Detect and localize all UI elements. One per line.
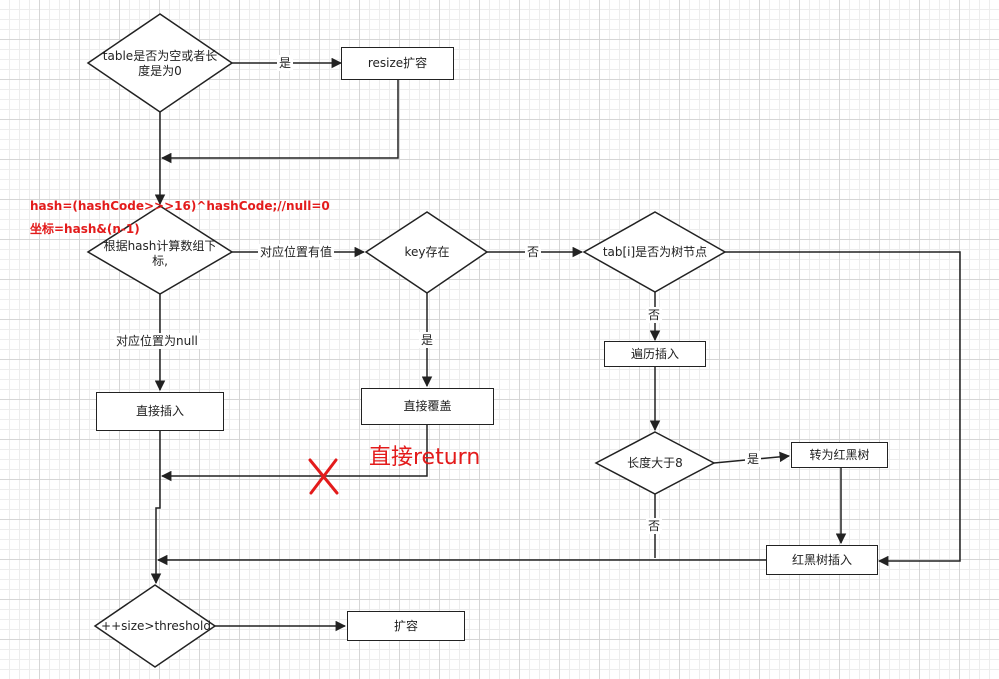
decision-tree-node xyxy=(582,211,727,293)
edge-label-is-null: 对应位置为null xyxy=(114,333,200,349)
decision-hash-index xyxy=(86,205,234,295)
edge-label-yes-override: 是 xyxy=(419,332,436,348)
decision-length-8 xyxy=(594,431,716,495)
edge-label-yes-resize: 是 xyxy=(277,55,294,71)
decision-table-empty xyxy=(86,13,234,113)
edge-resize-return xyxy=(160,80,399,164)
edge-direct-insert-down xyxy=(150,431,162,585)
decision-size-threshold xyxy=(93,584,217,668)
rbtree-insert-box: 红黑树插入 xyxy=(766,545,878,575)
index-formula-annotation: 坐标=hash&(n-1) xyxy=(30,221,140,236)
cross-icon xyxy=(308,458,339,495)
direct-override-box: 直接覆盖 xyxy=(361,388,494,425)
edge-label-no-traverse: 否 xyxy=(646,307,663,323)
direct-return-annotation: 直接return xyxy=(369,444,481,470)
edge-override-return xyxy=(160,425,428,482)
edge-label-no-length: 否 xyxy=(646,518,663,534)
edge-label-yes-tree: 是 xyxy=(745,451,762,467)
expand-box: 扩容 xyxy=(347,611,465,641)
resize-box: resize扩容 xyxy=(341,47,454,80)
hash-formula-annotation: hash=(hashCode>>>16)^hashCode;//null=0 xyxy=(30,198,330,213)
edge-label-has-value: 对应位置有值 xyxy=(258,244,335,260)
edge-label-no-tree: 否 xyxy=(525,244,542,260)
direct-insert-box: 直接插入 xyxy=(96,392,224,431)
decision-key-exists xyxy=(364,211,489,294)
to-rbtree-box: 转为红黑树 xyxy=(791,442,888,468)
edge-tree-yes-to-rbinsert xyxy=(725,251,961,567)
traverse-insert-box: 遍历插入 xyxy=(604,341,706,367)
